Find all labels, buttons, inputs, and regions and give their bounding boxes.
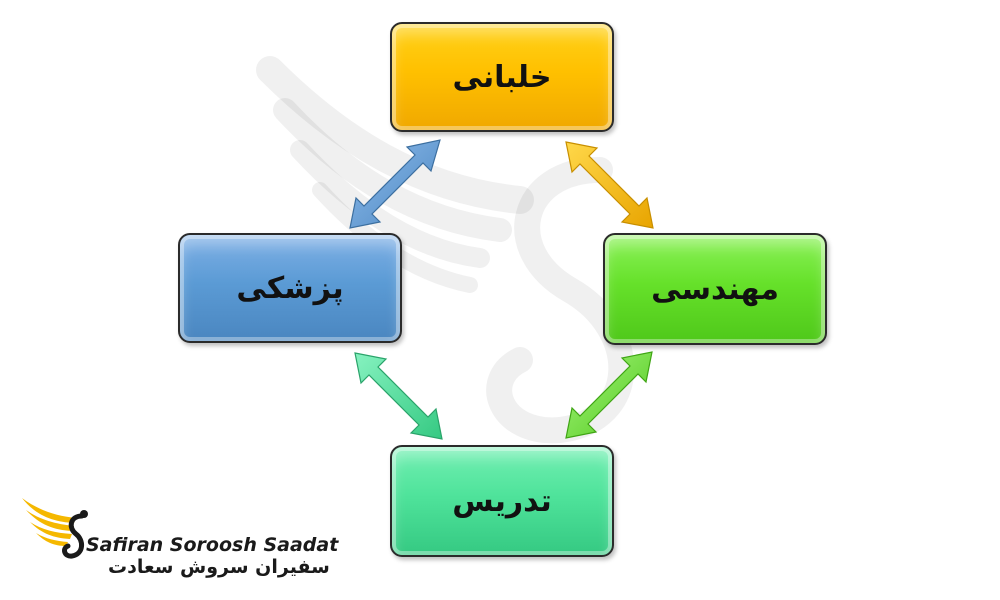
node-medicine: پزشکی [178,233,402,343]
node-pilot: خلبانی [390,22,614,132]
node-medicine-label: پزشکی [236,270,344,306]
arrow-left-bottom [354,352,443,440]
brand-logo: Safiran Soroosh Saadat سفیران سروش سعادت [18,492,338,587]
brand-name-en: Safiran Soroosh Saadat [86,534,339,556]
wing-logo-icon [22,498,88,559]
arrow-top-right [565,141,654,229]
node-engineering: مهندسی [603,233,827,345]
node-engineering-label: مهندسی [651,271,779,307]
node-teaching-label: تدریس [452,483,552,519]
arrow-top-left [349,139,441,229]
node-pilot-label: خلبانی [452,59,552,95]
arrow-right-bottom [565,351,653,439]
brand-name-fa: سفیران سروش سعادت [108,556,330,578]
node-teaching: تدریس [390,445,614,557]
